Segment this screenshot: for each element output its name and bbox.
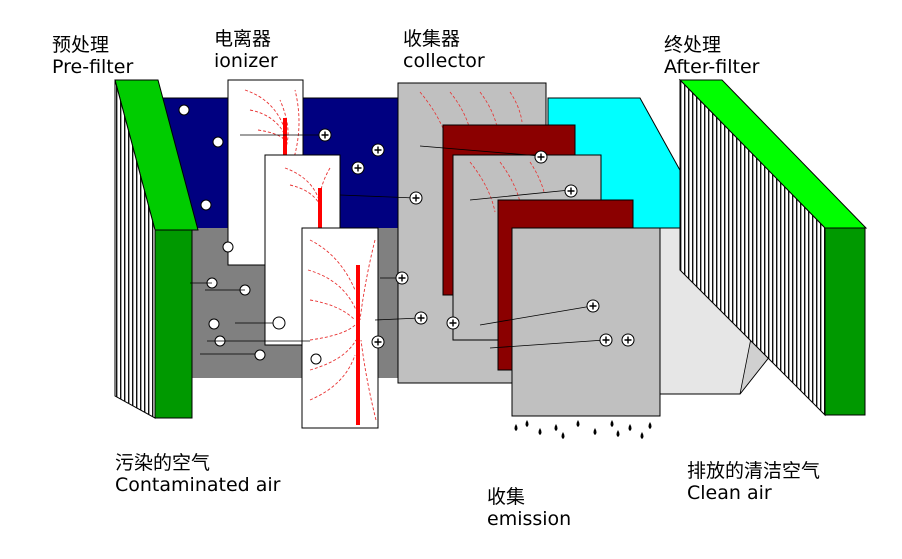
label-collector-zh: 收集器 (403, 28, 461, 50)
label-clean-air: 排放的清洁空气 Clean air (687, 460, 820, 504)
label-afterfilter-zh: 终处理 (664, 34, 722, 56)
label-emission-zh: 收集 (487, 486, 526, 508)
label-contaminated-zh: 污染的空气 (115, 452, 211, 474)
label-afterfilter: 终处理 After-filter (664, 34, 759, 78)
ionizer (227, 79, 379, 429)
label-ionizer-zh: 电离器 (214, 28, 272, 50)
particle-trails (190, 134, 606, 355)
afterfilter (678, 78, 868, 417)
collector-plate-3 (511, 227, 661, 417)
label-contaminated-air: 污染的空气 Contaminated air (115, 452, 280, 496)
label-collector: 收集器 collector (403, 28, 485, 72)
afterfilter-side (824, 227, 866, 416)
label-ionizer: 电离器 ionizer (214, 28, 278, 72)
prefilter (114, 79, 199, 419)
label-clean-en: Clean air (687, 482, 772, 504)
label-contaminated-en: Contaminated air (115, 474, 281, 496)
label-clean-zh: 排放的清洁空气 (687, 460, 821, 482)
collector (397, 82, 661, 417)
label-prefilter-en: Pre-filter (52, 56, 134, 78)
charged-particles (318, 128, 635, 349)
ionizer-wire-2 (318, 188, 322, 228)
emission-droplets (514, 420, 652, 439)
label-ionizer-en: ionizer (214, 50, 278, 72)
ionizer-panel-3 (301, 227, 379, 429)
label-prefilter: 预处理 Pre-filter (52, 34, 133, 78)
label-afterfilter-en: After-filter (664, 56, 760, 78)
label-prefilter-zh: 预处理 (52, 34, 110, 56)
ionizer-wire-1 (283, 118, 287, 158)
ionizer-wire-3 (356, 265, 360, 425)
label-emission-en: emission (487, 508, 572, 530)
label-emission: 收集 emission (487, 486, 571, 530)
label-collector-en: collector (403, 50, 485, 72)
prefilter-side (154, 229, 193, 419)
